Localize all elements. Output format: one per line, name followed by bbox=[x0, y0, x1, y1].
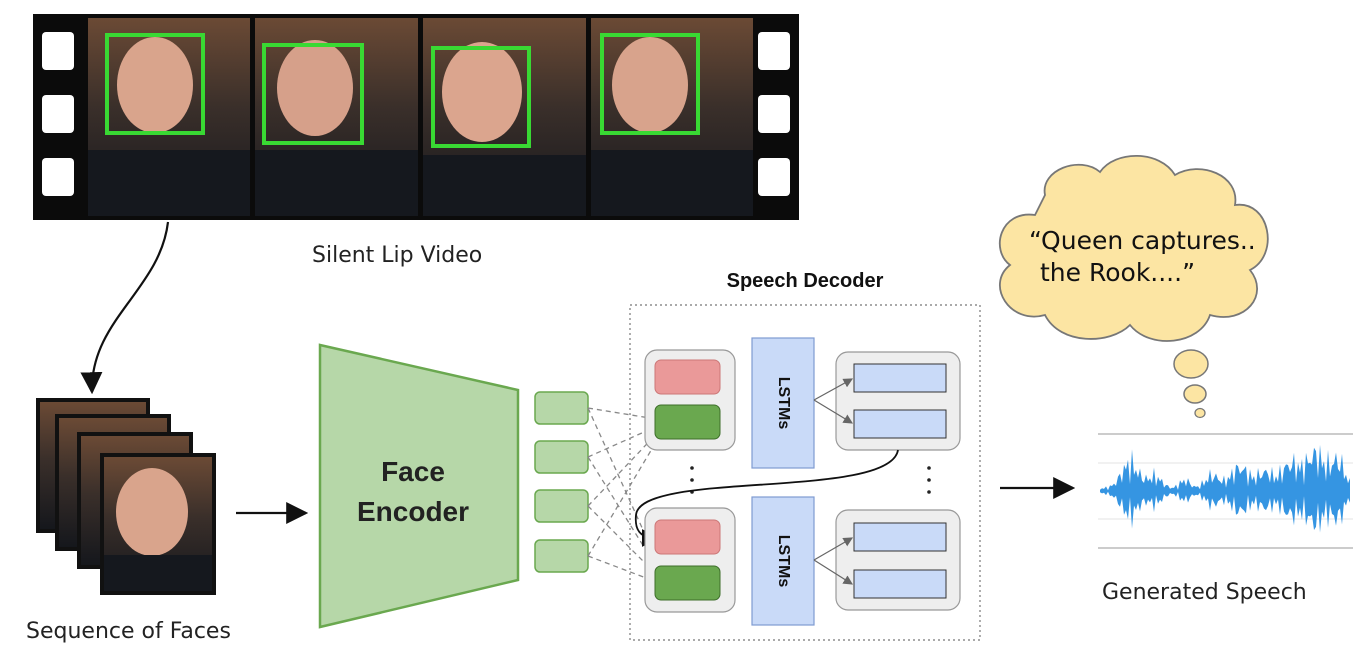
face-box-icon bbox=[600, 33, 700, 135]
decoder-output-group-top bbox=[835, 351, 961, 451]
video-frame bbox=[88, 18, 250, 216]
lstm-output-arrow bbox=[813, 399, 854, 424]
face-box-icon bbox=[262, 43, 364, 145]
face-encoder: Face Encoder bbox=[318, 343, 520, 629]
output-cell bbox=[853, 569, 947, 599]
sequence-faces-label: Sequence of Faces bbox=[26, 619, 231, 644]
lstm-label-top: LSTMs bbox=[775, 377, 792, 430]
face-encoder-label-line1: Face bbox=[381, 456, 445, 487]
face-box-icon bbox=[105, 33, 205, 135]
speech-decoder-box bbox=[629, 304, 981, 641]
green-cell bbox=[654, 404, 721, 440]
video-frame bbox=[591, 18, 753, 216]
video-frame bbox=[255, 18, 418, 216]
lstm-block-top: LSTMs bbox=[751, 337, 815, 469]
face-frame-icon bbox=[100, 453, 216, 595]
embedding-cell bbox=[534, 539, 589, 573]
thought-cloud-icon: “Queen captures.. the Rook....” bbox=[998, 155, 1269, 419]
face-encoder-label-line2: Encoder bbox=[357, 496, 469, 527]
silent-video-label: Silent Lip Video bbox=[312, 243, 482, 268]
lstm-output-arrow bbox=[813, 559, 854, 585]
face-stack bbox=[36, 398, 216, 595]
red-cell bbox=[654, 359, 721, 395]
video-to-faces-arrow bbox=[80, 221, 170, 395]
embedding-cell bbox=[534, 489, 589, 523]
output-cell bbox=[853, 522, 947, 552]
lstm-output-arrow bbox=[813, 537, 854, 561]
embedding-column bbox=[534, 391, 589, 573]
thought-text-line2: the Rook....” bbox=[1040, 258, 1195, 287]
red-cell bbox=[654, 519, 721, 555]
decoder-output-group-bottom bbox=[835, 509, 961, 611]
waveform-icon bbox=[1098, 433, 1353, 549]
lstm-label-bottom: LSTMs bbox=[775, 535, 792, 588]
lstm-output-arrow bbox=[813, 378, 854, 401]
face-box-icon bbox=[431, 46, 531, 148]
video-frame bbox=[423, 18, 586, 216]
green-cell bbox=[654, 565, 721, 601]
decoder-input-group-bottom bbox=[644, 507, 736, 613]
thought-text-line1: “Queen captures.. bbox=[1029, 226, 1256, 255]
ellipsis-dots bbox=[690, 466, 931, 494]
embedding-cell bbox=[534, 391, 589, 425]
speech-decoder-title: Speech Decoder bbox=[727, 270, 884, 292]
decoder-input-group-top bbox=[644, 349, 736, 451]
recurrent-arrow bbox=[634, 449, 899, 547]
film-strip-icon bbox=[33, 14, 799, 220]
lstm-block-bottom: LSTMs bbox=[751, 496, 815, 626]
output-cell bbox=[853, 409, 947, 439]
output-cell bbox=[853, 363, 947, 393]
generated-speech-label: Generated Speech bbox=[1102, 580, 1307, 605]
embedding-cell bbox=[534, 440, 589, 474]
